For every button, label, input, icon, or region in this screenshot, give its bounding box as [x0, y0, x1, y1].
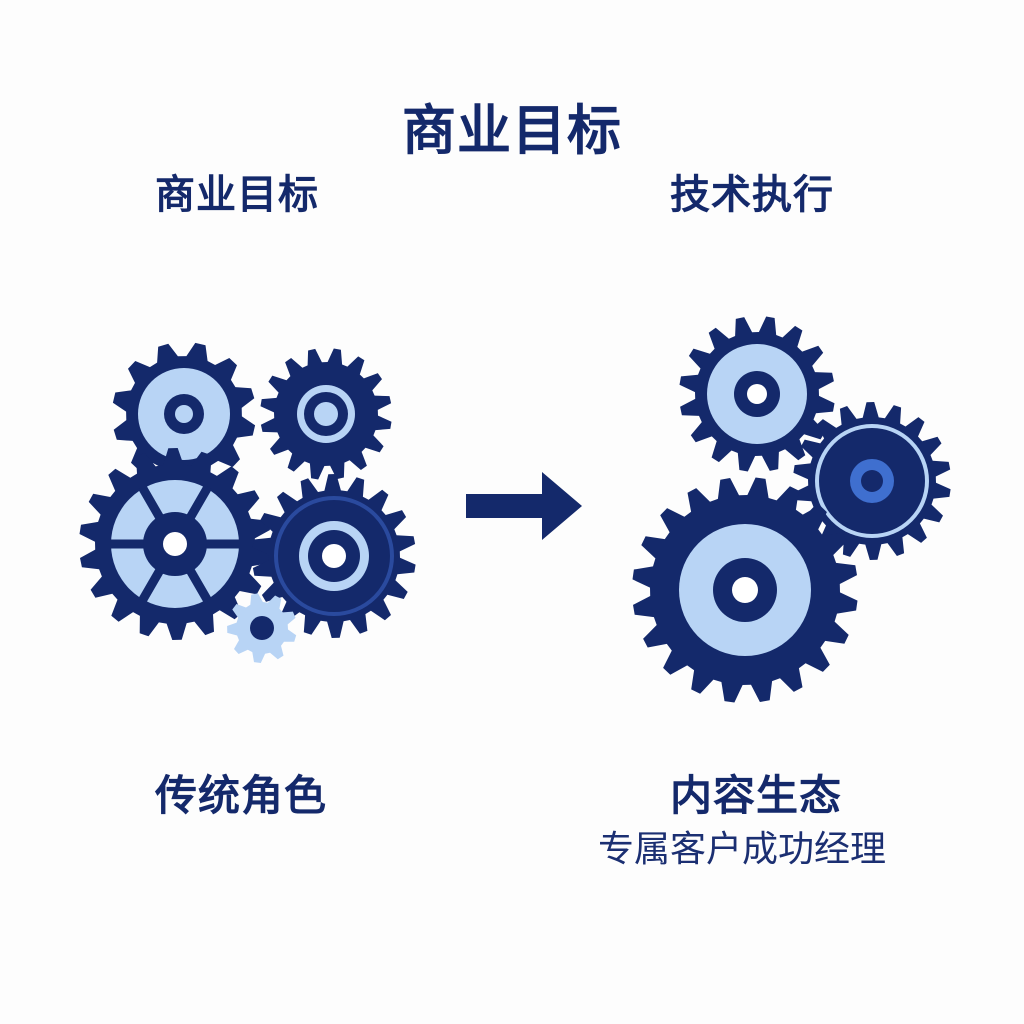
right-panel-heading: 技术执行	[670, 172, 834, 218]
left-panel-heading: 商业目标	[155, 172, 319, 218]
right-panel-caption: 内容生态	[670, 771, 843, 820]
left-panel-caption: 传统角色	[155, 771, 328, 820]
right-panel-subcaption: 专属客户成功经理	[598, 829, 887, 870]
main-title: 商业目标	[402, 99, 622, 162]
arrow-right-icon	[466, 472, 582, 540]
